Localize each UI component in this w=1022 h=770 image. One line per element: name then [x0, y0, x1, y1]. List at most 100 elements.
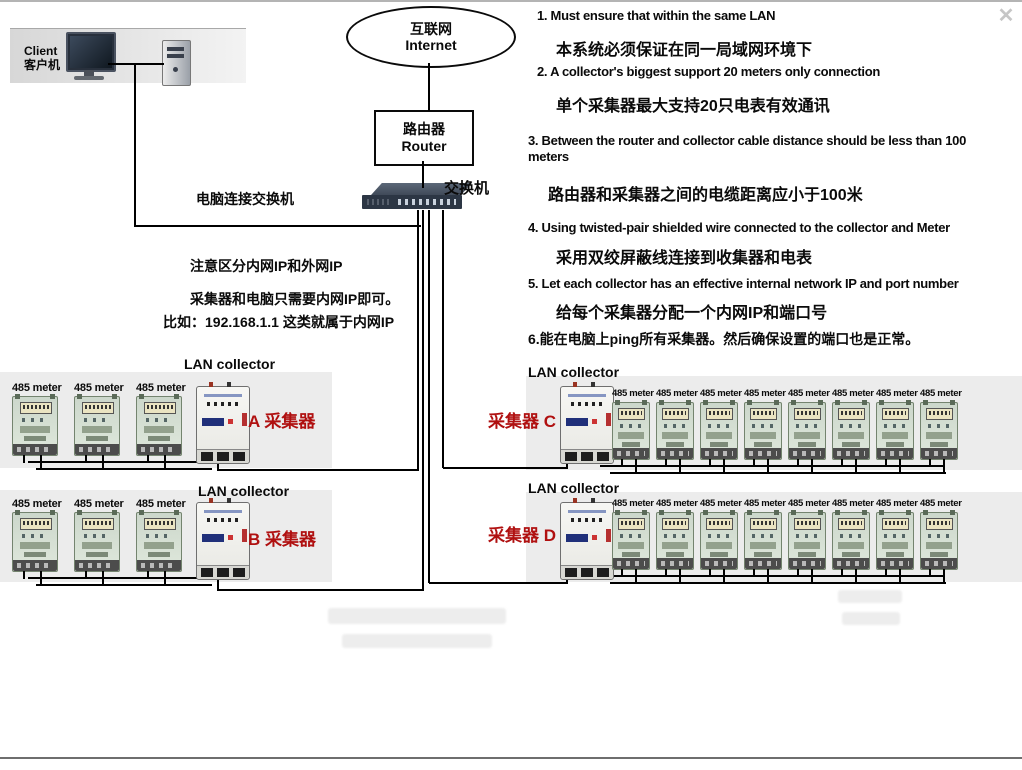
switch-device-icon	[360, 183, 472, 213]
meter-lcd-display	[926, 408, 953, 420]
meter-lcd-display	[838, 408, 865, 420]
meter-body	[136, 394, 182, 470]
cable-switch-b	[422, 210, 424, 590]
meter-body	[788, 400, 826, 474]
instruction-5-en: 5. Let each collector has an effective i…	[528, 276, 959, 291]
meter-terminals	[745, 448, 781, 459]
ip-note-line1: 注意区分内网IP和外网IP	[190, 258, 343, 274]
watermark-smudge	[842, 612, 900, 625]
meter-body	[74, 510, 120, 586]
instruction-3-en: 3. Between the router and collector cabl…	[528, 133, 966, 164]
ip-note-line2: 采集器和电脑只需要内网IP即可。	[190, 291, 400, 307]
meter-label: 485 meter	[656, 498, 698, 509]
bus-d-1	[600, 575, 944, 577]
meter-label: 485 meter	[12, 498, 62, 510]
cable-collector-d-stub	[566, 577, 568, 583]
cable-router-switch	[422, 161, 424, 188]
cable-a-horizontal	[217, 469, 419, 471]
meter-485: 485 meter	[12, 382, 62, 470]
client-label-en: Client	[24, 44, 58, 58]
meter-485: 485 meter	[136, 498, 186, 586]
meter-lcd-display	[618, 408, 645, 420]
meter-terminals	[75, 560, 119, 571]
meter-group-d: 485 meter 485 meter 485 meter	[612, 498, 962, 584]
close-icon[interactable]: ✕	[997, 5, 1015, 27]
meter-terminals	[833, 558, 869, 569]
instruction-3-zh: 路由器和采集器之间的电缆距离应小于100米	[548, 187, 863, 204]
lan-collector-label-a: LAN collector	[184, 356, 276, 372]
meter-body	[876, 510, 914, 584]
meter-body	[744, 400, 782, 474]
cable-switch-d	[428, 210, 430, 583]
internet-cloud: 互联网 Internet	[346, 6, 516, 68]
meter-body	[920, 400, 958, 474]
meter-485: 485 meter	[832, 388, 874, 474]
meter-terminals	[613, 448, 649, 459]
meter-lcd-display	[750, 518, 777, 530]
cable-internet-router	[428, 63, 430, 111]
router-label-zh: 路由器	[403, 121, 445, 137]
meter-label: 485 meter	[136, 382, 186, 394]
meter-lcd-display	[794, 518, 821, 530]
bus-a-2	[36, 468, 212, 470]
meter-485: 485 meter	[788, 388, 830, 474]
monitor-stand	[84, 70, 94, 76]
meter-label: 485 meter	[920, 498, 962, 509]
collector-c-name: 采集器 C	[488, 412, 556, 431]
instruction-2-zh: 单个采集器最大支持20只电表有效通讯	[556, 98, 830, 115]
meter-terminals	[921, 558, 957, 569]
monitor-base	[74, 76, 104, 80]
cable-monitor-tower	[108, 63, 164, 65]
meter-485: 485 meter	[876, 388, 918, 474]
meter-lcd-display	[750, 408, 777, 420]
meter-terminals	[789, 558, 825, 569]
meter-terminals	[701, 558, 737, 569]
meter-label: 485 meter	[876, 498, 918, 509]
collector-a-name: A 采集器	[248, 412, 316, 431]
internet-label-en: Internet	[405, 37, 457, 53]
lan-collector-label-d: LAN collector	[528, 480, 620, 496]
meter-label: 485 meter	[832, 388, 874, 399]
meter-terminals	[613, 558, 649, 569]
meter-485: 485 meter	[700, 498, 742, 584]
bus-b-2	[36, 584, 212, 586]
cable-client-to-switch	[134, 225, 421, 227]
meter-terminals	[701, 448, 737, 459]
meter-terminals	[657, 558, 693, 569]
meter-485: 485 meter	[700, 388, 742, 474]
collector-c-device	[560, 382, 614, 464]
watermark-smudge	[328, 608, 506, 624]
meter-485: 485 meter	[612, 498, 654, 584]
bottom-border-line	[0, 757, 1022, 759]
meter-485: 485 meter	[74, 382, 124, 470]
router-label-en: Router	[401, 138, 447, 154]
meter-lcd-display	[926, 518, 953, 530]
meter-terminals	[13, 444, 57, 455]
cable-collector-b-stub	[217, 577, 219, 590]
meter-485: 485 meter	[876, 498, 918, 584]
meter-terminals	[877, 448, 913, 459]
meter-body	[920, 510, 958, 584]
meter-label: 485 meter	[656, 388, 698, 399]
meter-label: 485 meter	[612, 498, 654, 509]
meter-terminals	[75, 444, 119, 455]
instruction-4-en: 4. Using twisted-pair shielded wire conn…	[528, 220, 950, 235]
meter-terminals	[789, 448, 825, 459]
meter-485: 485 meter	[744, 498, 786, 584]
instruction-5-zh: 给每个采集器分配一个内网IP和端口号	[556, 305, 828, 322]
cable-client-drop	[134, 64, 136, 227]
top-border-line	[0, 0, 1022, 2]
instruction-6: 6.能在电脑上ping所有采集器。然后确保设置的端口也是正常。	[528, 331, 920, 347]
meter-label: 485 meter	[12, 382, 62, 394]
meter-terminals	[877, 558, 913, 569]
meter-label: 485 meter	[788, 388, 830, 399]
meter-485: 485 meter	[656, 388, 698, 474]
meter-lcd-display	[19, 402, 52, 414]
lan-collector-label-c: LAN collector	[528, 364, 620, 380]
collector-b-device	[196, 498, 250, 580]
instruction-1-zh: 本系统必须保证在同一局域网环境下	[556, 42, 813, 59]
meter-body	[788, 510, 826, 584]
meter-lcd-display	[81, 518, 114, 530]
pc-tower-icon	[162, 40, 191, 86]
